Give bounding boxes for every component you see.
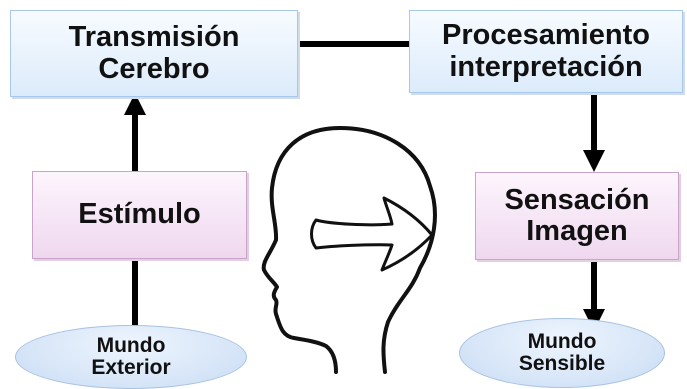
mundo-exterior-line1: Mundo: [96, 333, 166, 357]
mundo-exterior-ellipse: Mundo Exterior: [15, 325, 247, 389]
sensacion-label-line2: Imagen: [526, 215, 628, 247]
transmision-cerebro-box: Transmisión Cerebro: [10, 10, 298, 97]
mundo-exterior-line2: Exterior: [91, 356, 171, 379]
estimulo-label: Estímulo: [78, 198, 201, 231]
transmision-label-line1: Transmisión: [68, 21, 240, 54]
procesamiento-label-line1: Procesamiento: [442, 19, 650, 52]
arrowhead-down-sensacion: [583, 150, 605, 172]
procesamiento-label-line2: interpretación: [449, 50, 643, 83]
mundo-sensible-line1: Mundo: [527, 329, 597, 353]
estimulo-box: Estímulo: [32, 171, 247, 259]
sensacion-label-line1: Sensación: [504, 183, 650, 216]
head-profile-outline: [261, 126, 437, 374]
procesamiento-interpretacion-box: Procesamiento interpretación: [409, 10, 683, 93]
sensacion-imagen-box: Sensación Imagen: [475, 172, 679, 260]
mundo-sensible-ellipse: Mundo Sensible: [459, 318, 665, 388]
mundo-sensible-line2: Sensible: [518, 352, 606, 375]
right-arrow-icon: [310, 196, 434, 272]
transmision-label-line2: Cerebro: [98, 52, 210, 85]
